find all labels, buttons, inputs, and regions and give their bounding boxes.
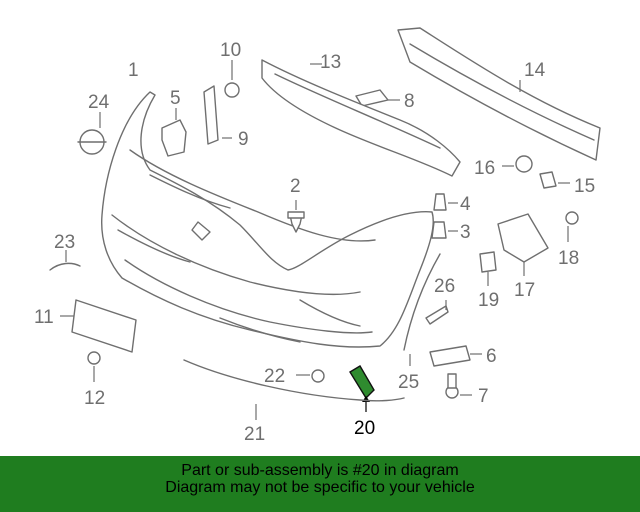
part-13-energy-absorber [261,59,461,177]
part-8-pad [355,89,400,107]
part-9-retainer [203,85,232,145]
callout-13: 13 [320,52,341,73]
callout-24: 24 [88,92,110,113]
exploded-parts-diagram: 1 2 3 4 5 6 7 8 9 10 11 12 13 14 15 16 1… [34,27,601,445]
part-12-screw [87,351,101,382]
callout-9: 9 [238,129,249,150]
part-20-highlighted [349,365,375,412]
part-2-clip [287,200,305,233]
part-24-emblem [77,112,107,155]
banner-line-1: Part or sub-assembly is #20 in diagram [181,462,459,479]
part-1-bumper-cover [100,91,434,348]
part-22-screw [296,369,325,383]
callout-18: 18 [558,248,579,269]
callout-3: 3 [460,222,471,243]
part-19-clip [479,251,497,286]
part-17-bracket [497,213,549,276]
callout-26: 26 [434,276,455,297]
callout-10: 10 [220,40,241,61]
part-21-lower-trim [183,359,405,420]
callout-14: 14 [524,60,546,81]
part-3-bolt [431,221,458,239]
part-14-reinforcement-bar [397,27,601,161]
callout-11: 11 [34,307,54,328]
callout-12: 12 [84,388,105,409]
callout-7: 7 [478,386,489,407]
callout-6: 6 [486,346,497,367]
callout-21: 21 [244,424,265,445]
part-23-hook [49,250,81,271]
callout-1: 1 [128,60,139,81]
callout-25: 25 [398,372,419,393]
part-11-license-plate-bracket [60,299,137,353]
callout-4: 4 [460,194,471,215]
callout-labels: 1 2 3 4 5 6 7 8 9 10 11 12 13 14 15 16 1… [34,40,595,445]
callout-17: 17 [514,280,535,301]
part-16-nut [502,155,533,173]
callout-22: 22 [264,366,285,387]
part-7-bolt [445,373,472,399]
part-18-bolt [565,211,579,242]
callout-16: 16 [474,158,495,179]
callout-5: 5 [170,88,181,109]
callout-15: 15 [574,176,595,197]
part-4-clip [433,193,458,211]
callout-8: 8 [404,91,415,112]
part-5-bracket [161,108,187,157]
part-26-pin [425,300,449,325]
callout-2: 2 [290,176,301,197]
callout-23: 23 [54,232,75,253]
part-10-clip [224,60,240,98]
part-15-bolt [539,171,570,189]
callout-20: 20 [354,418,375,439]
info-banner: Part or sub-assembly is #20 in diagram D… [0,456,640,512]
part-6-bracket [429,345,482,367]
banner-line-2: Diagram may not be specific to your vehi… [165,479,475,496]
part-25-side-trim [403,253,441,366]
callout-19: 19 [478,290,499,311]
